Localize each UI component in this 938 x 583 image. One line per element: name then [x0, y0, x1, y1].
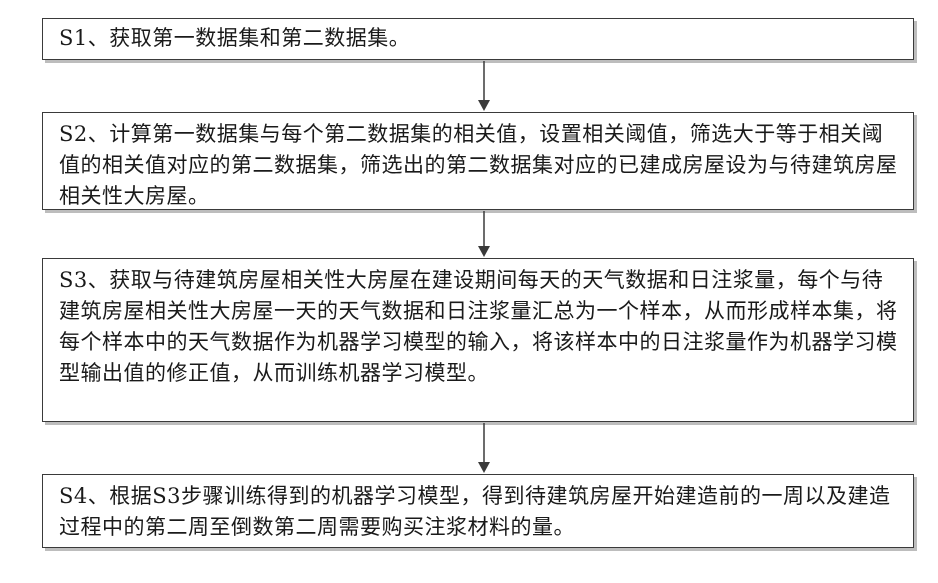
arrow-s3-s4-head: [478, 462, 490, 473]
step-box-s4: S4、根据S3步骤训练得到的机器学习模型，得到待建筑房屋开始建造前的一周以及建造…: [42, 474, 914, 548]
step-box-s1: S1、获取第一数据集和第二数据集。: [42, 18, 914, 60]
arrow-s1-s2-head: [478, 100, 490, 111]
step-text-s1: S1、获取第一数据集和第二数据集。: [59, 25, 899, 51]
step-text-s2: S2、计算第一数据集与每个第二数据集的相关值，设置相关阈值，筛选大于等于相关阈值…: [59, 119, 899, 212]
arrow-s2-s3-head: [478, 246, 490, 257]
step-text-s3: S3、获取与待建筑房屋相关性大房屋在建设期间每天的天气数据和日注浆量，每个与待建…: [59, 265, 899, 389]
step-text-s4: S4、根据S3步骤训练得到的机器学习模型，得到待建筑房屋开始建造前的一周以及建造…: [59, 481, 899, 543]
step-box-s3: S3、获取与待建筑房屋相关性大房屋在建设期间每天的天气数据和日注浆量，每个与待建…: [42, 258, 914, 422]
step-box-s2: S2、计算第一数据集与每个第二数据集的相关值，设置相关阈值，筛选大于等于相关阈值…: [42, 112, 914, 210]
